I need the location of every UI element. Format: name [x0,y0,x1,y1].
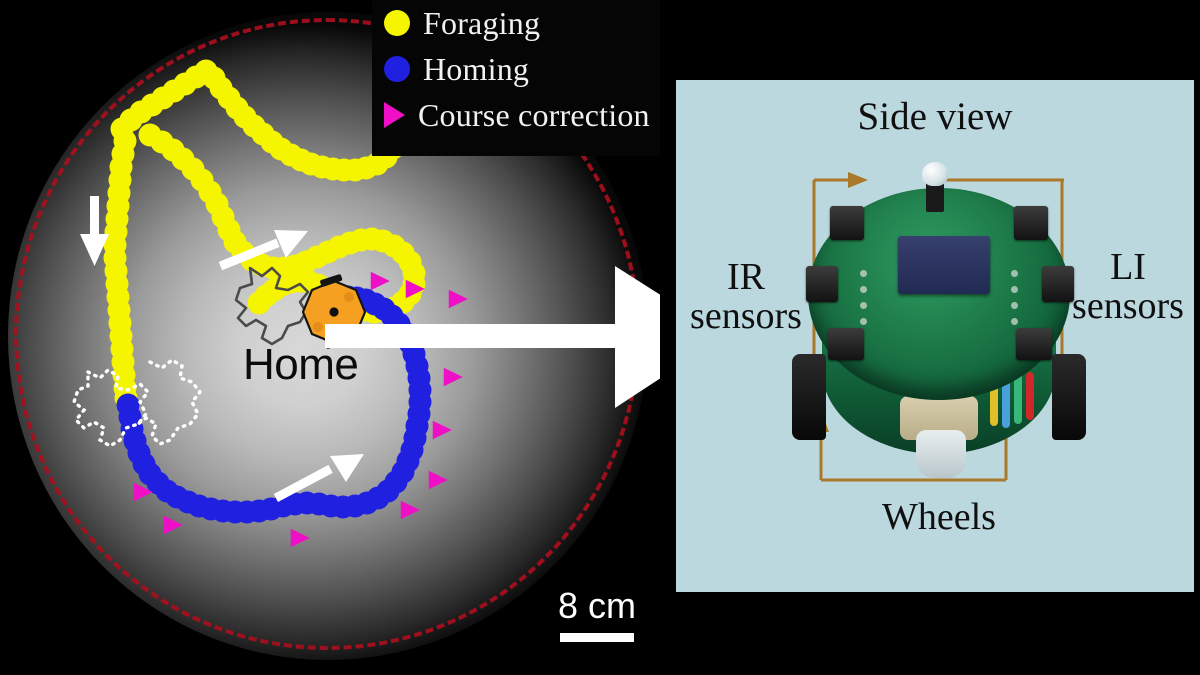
pcb-pad [1011,318,1018,325]
sensor-mast [926,182,944,212]
course-correction-triangle [163,515,183,535]
legend-item-homing: Homing [372,46,660,92]
top-led-sensor [922,162,948,186]
course-correction-triangle [432,420,452,440]
course-correction-triangle [428,470,448,490]
wire-green [1014,372,1022,424]
microcontroller-board [898,236,990,294]
robot-side-view-panel: Side view [676,80,1194,592]
robot-photo [792,158,1086,488]
li-sensor-right [1042,266,1074,302]
robot-silhouette-dark [234,266,310,346]
ir-arrowhead-top [848,172,868,188]
wheel-right [1052,354,1086,440]
robot-silhouette-outlines [72,266,310,448]
home-label: Home [243,340,359,389]
trajectory-layer [72,59,468,548]
legend-label-course-correction: Course correction [418,96,650,133]
side-view-title: Side view [857,95,1013,138]
legend-label-homing: Homing [423,50,530,87]
course-correction-triangle [400,500,420,520]
direction-arrows [80,196,364,502]
li-sensor-rear-right [1016,328,1052,360]
legend-triangle-icon-course-correction [384,102,405,128]
pcb-pad [860,270,867,277]
wire-blue [1002,372,1010,428]
robot-silhouette-white-dotted-2 [136,357,203,446]
scale-bar-line [560,633,634,642]
robot-silhouette-white-dotted [72,367,151,448]
legend: Foraging Homing Course correction [372,0,660,156]
caster-ball [916,430,966,478]
li-label-line2: sensors [1072,285,1184,328]
scale-bar-group: 8 cm [558,588,636,642]
ir-sensor-left [806,266,838,302]
foraging-direction-arrow-icon [218,230,308,271]
ir-sensor-rear-left [828,328,864,360]
down-arrow-icon [80,196,109,266]
course-correction-triangle [290,528,310,548]
homing-direction-arrow-icon [273,454,364,502]
legend-label-foraging: Foraging [423,4,541,41]
wheels-label: Wheels [882,496,996,538]
course-correction-triangle [448,289,468,309]
course-correction-markers [133,271,468,548]
li-sensor-front-right [1014,206,1048,240]
course-correction-triangle [133,482,153,502]
ir-sensors-label: IR sensors [682,256,810,338]
course-correction-triangle [370,271,390,291]
wire-yellow [990,372,998,426]
wire-red [1026,372,1034,420]
arena-panel: Home 8 cm Foraging Homing Course correct… [8,0,660,660]
scale-bar-label: 8 cm [558,585,637,626]
li-sensors-label: LI sensors [1064,246,1192,328]
pcb-pad [1011,302,1018,309]
ir-label-line2: sensors [690,295,802,338]
li-label-line1: LI [1110,246,1146,288]
course-correction-triangle [443,367,463,387]
pcb-pad [1011,286,1018,293]
course-correction-triangle [405,279,425,299]
pcb-pad [1011,270,1018,277]
side-view-pointer-arrow [325,266,660,408]
legend-item-course-correction: Course correction [372,92,660,138]
legend-item-foraging: Foraging [372,0,660,46]
ir-sensor-front-left [830,206,864,240]
wheel-left [792,354,826,440]
pcb-pad [860,302,867,309]
ir-label-line1: IR [727,256,765,298]
pcb-pad [860,318,867,325]
trail-dot [247,291,271,315]
legend-circle-icon-foraging [384,10,410,36]
pcb-pad [860,286,867,293]
legend-circle-icon-homing [384,56,410,82]
